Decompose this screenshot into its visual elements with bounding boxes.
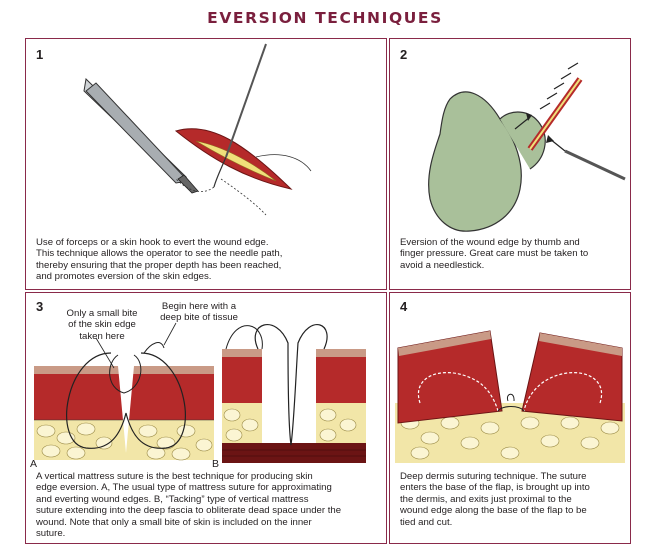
label-line: Only a small bite	[66, 308, 138, 319]
caption-line: This technique allows the operator to se…	[36, 248, 283, 260]
thumb-finger-eversion-illustration	[428, 62, 626, 232]
page-title: EVERSION TECHNIQUES	[207, 9, 443, 27]
panel-3: 3 Only a small bite of the skin edge tak…	[25, 292, 387, 544]
label-a: A	[30, 458, 38, 470]
label-small-bite: Only a small bite of the skin edge taken…	[52, 308, 152, 342]
mattress-suture-a	[34, 322, 214, 461]
panel-number: 2	[400, 47, 408, 62]
mattress-suture-b	[222, 324, 366, 463]
caption-line: Eversion of the wound edge by thumb and	[400, 237, 580, 248]
panel-1-caption: Use of forceps or a skin hook to evert t…	[36, 237, 376, 283]
caption-line: and everting wound edges. B, “Tacking” t…	[36, 493, 309, 505]
caption-line: Use of forceps or a skin hook to evert t…	[36, 237, 269, 248]
caption-line: A vertical mattress suture is the best t…	[36, 471, 313, 482]
panel-number: 1	[36, 47, 44, 62]
panel-3-caption: A vertical mattress suture is the best t…	[36, 471, 381, 539]
label-b: B	[212, 458, 220, 470]
panel-number: 3	[36, 299, 44, 314]
vertical-mattress-illustration	[34, 322, 366, 463]
caption-line: suture.	[36, 528, 66, 540]
caption-line: avoid a needlestick.	[400, 259, 485, 271]
panel-2: 2 Eversion of the wound edge by thumb an…	[389, 38, 631, 290]
caption-line: edge eversion. A, The usual type of matt…	[36, 482, 332, 494]
panel-4-caption: Deep dermis suturing technique. The sutu…	[400, 471, 625, 528]
label-deep-bite: Begin here with a deep bite of tissue	[144, 301, 254, 324]
panel-number: 4	[400, 299, 408, 314]
panel-1: 1 Use of forceps or a skin hook to evert…	[25, 38, 387, 290]
forceps-eversion-illustration	[83, 43, 312, 216]
label-line: of the skin edge	[68, 319, 136, 331]
caption-line: the dermis, and exits just proximal to t…	[400, 493, 572, 505]
caption-line: enters the base of the flap, is brought …	[400, 482, 590, 494]
caption-line: finger pressure. Great care must be take…	[400, 248, 589, 260]
label-line: Begin here with a	[161, 301, 237, 312]
caption-line: suture extending into the deep fascia to…	[36, 505, 342, 517]
label-line: taken here	[79, 330, 125, 342]
caption-line: tied and cut.	[400, 516, 453, 528]
caption-line: wound edge along the base of the flap to…	[400, 505, 587, 517]
panel-4: 4 Deep dermis suturing technique. The su…	[389, 292, 631, 544]
deep-dermis-suture-illustration	[395, 330, 625, 463]
caption-line: and promotes eversion of the skin edges.	[36, 271, 212, 283]
caption-line: wound. Note that only a small bite of sk…	[36, 516, 312, 528]
panel-2-caption: Eversion of the wound edge by thumb and …	[400, 237, 625, 271]
caption-line: thereby ensuring that the proper depth h…	[36, 259, 282, 271]
caption-line: Deep dermis suturing technique. The sutu…	[400, 471, 587, 482]
label-line: deep bite of tissue	[160, 312, 238, 324]
